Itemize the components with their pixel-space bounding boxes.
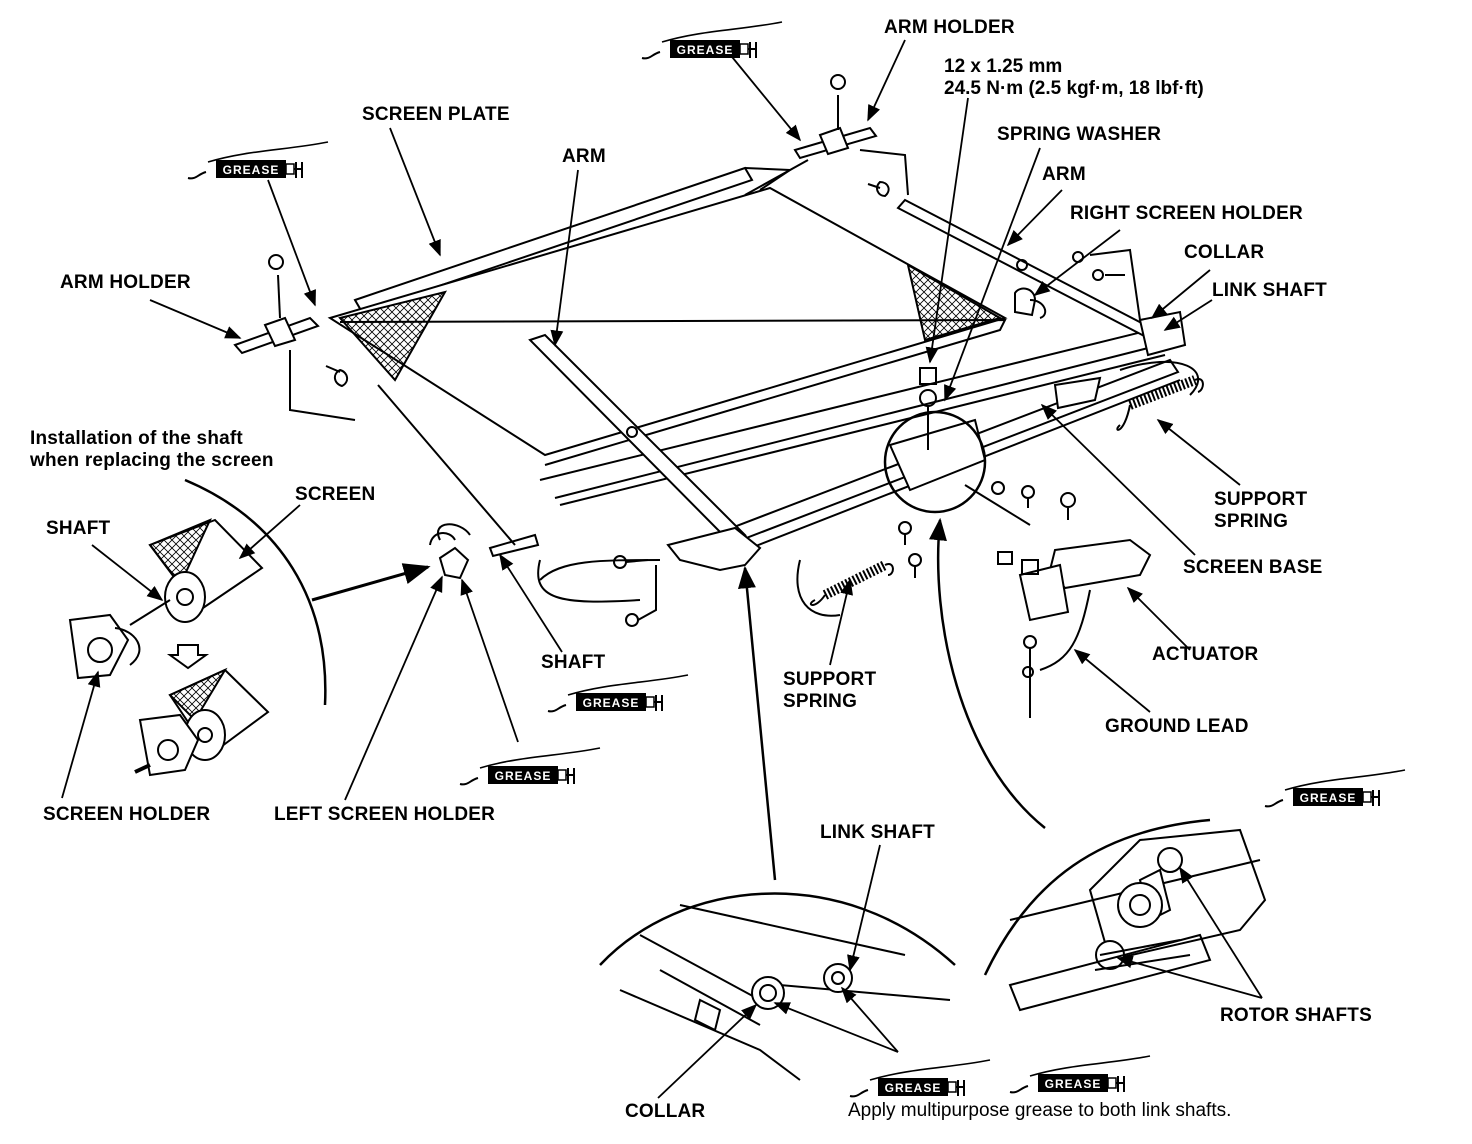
label-arm-holder-top: ARM HOLDER [884,17,1015,38]
label-link-shaft-top: LINK SHAFT [1212,280,1327,301]
label-install-note-1: Installation of the shaft [30,428,243,449]
shaft-inset [68,478,327,777]
grease-tag-7: GREASE [1009,1055,1151,1094]
label-support-spring-right-2: SPRING [1214,511,1289,532]
label-right-screen-holder: RIGHT SCREEN HOLDER [1070,203,1303,224]
left-screen-holder-part [429,532,470,580]
footer-note: Apply multipurpose grease to both link s… [848,1100,1232,1121]
svg-text:GREASE: GREASE [495,769,552,783]
grease-tag-5: GREASE [1264,769,1406,808]
rotor-shaft-detail [983,818,1267,1012]
label-actuator: ACTUATOR [1152,644,1259,665]
label-install-note-2: when replacing the screen [30,450,274,471]
grease-tag-4: GREASE [459,747,601,786]
label-screen-holder: SCREEN HOLDER [43,804,211,825]
label-support-spring-mid-1: SUPPORT [783,669,877,690]
main-frame [233,74,1204,718]
svg-text:GREASE: GREASE [223,163,280,177]
label-rotor-shafts: ROTOR SHAFTS [1220,1005,1372,1026]
label-spring-washer: SPRING WASHER [997,124,1162,145]
svg-text:GREASE: GREASE [885,1081,942,1095]
label-support-spring-mid-2: SPRING [783,691,858,712]
label-shaft-mid: SHAFT [541,652,606,673]
label-arm-right: ARM [1042,164,1086,185]
label-screen: SCREEN [295,484,376,505]
grease-tag-2: GREASE [187,141,329,180]
svg-text:GREASE: GREASE [677,43,734,57]
grease-tag-1: GREASE [641,21,783,60]
grease-tag-6: GREASE [849,1059,991,1098]
label-shaft-inset: SHAFT [46,518,111,539]
grease-tags: GREASE GREASE GREASE GREASE GREASE GREAS… [187,21,1406,1098]
label-torque-value: 24.5 N·m (2.5 kgf·m, 18 lbf·ft) [944,78,1204,99]
label-ground-lead: GROUND LEAD [1105,716,1249,737]
label-arm-left: ARM [562,146,606,167]
label-torque-size: 12 x 1.25 mm [944,56,1063,77]
svg-text:GREASE: GREASE [583,696,640,710]
label-screen-base: SCREEN BASE [1183,557,1323,578]
label-link-shaft-bottom: LINK SHAFT [820,822,935,843]
label-collar-bottom: COLLAR [625,1101,706,1122]
label-collar-top: COLLAR [1184,242,1265,263]
svg-text:GREASE: GREASE [1045,1077,1102,1091]
label-left-screen-holder: LEFT SCREEN HOLDER [274,804,496,825]
grease-tag-3: GREASE [547,674,689,713]
label-support-spring-right-1: SUPPORT [1214,489,1308,510]
leader-lines [61,39,1263,1099]
label-screen-plate: SCREEN PLATE [362,104,510,125]
svg-text:GREASE: GREASE [1300,791,1357,805]
link-shaft-detail [599,892,956,1081]
label-arm-holder-left: ARM HOLDER [60,272,191,293]
